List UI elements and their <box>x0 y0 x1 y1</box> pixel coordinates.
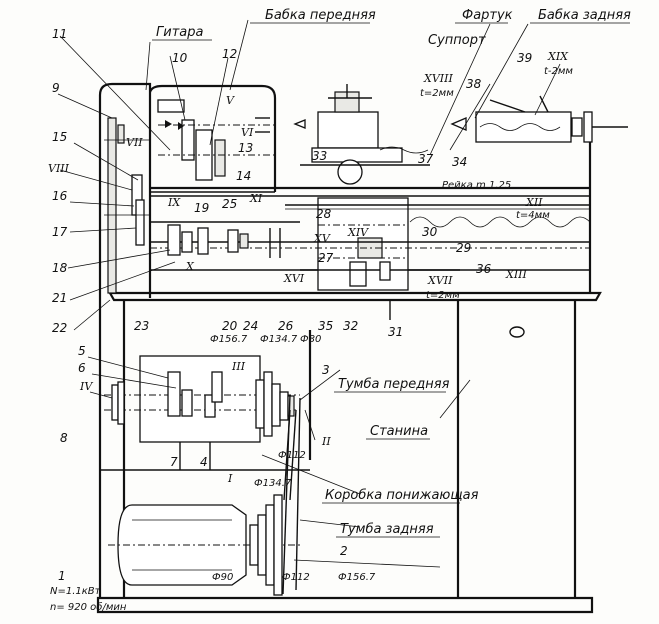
reduction-gearbox <box>104 355 300 470</box>
number-29: 29 <box>456 241 471 255</box>
annotation-xii-pitch: t=4мм <box>516 210 550 221</box>
number-10: 10 <box>172 51 188 65</box>
roman-XII: XII <box>525 196 543 209</box>
roman-VI: VI <box>241 126 254 139</box>
roman-VIII: VIII <box>48 162 70 175</box>
number-7: 7 <box>170 455 178 469</box>
roman-IX: IX <box>167 196 181 209</box>
number-20: 20 <box>222 319 238 333</box>
annotations: t=2мм t-2мм t=4мм t=2мм Ф156.7 Ф134.7 Ф8… <box>50 66 573 613</box>
roman-XVIII: XVIII <box>423 72 453 85</box>
caption-korobka: Коробка понижающая <box>325 488 479 503</box>
annotation-xviii-pitch: t=2мм <box>420 88 454 99</box>
motor-and-belt <box>108 394 301 596</box>
support-and-carriage <box>293 84 430 291</box>
number-8: 8 <box>60 431 68 445</box>
shaft-numerals: I II III IV V VI VII VIII IX X XI XII XI… <box>48 50 569 485</box>
annotation-d112-top: Ф112 <box>278 450 306 461</box>
headstock-gears <box>157 99 275 181</box>
roman-XV: XV <box>313 232 331 245</box>
caption-babka-perednyaya: Бабка передняя <box>265 8 376 23</box>
number-26: 26 <box>278 319 294 333</box>
feed-shafts <box>150 204 591 320</box>
number-5: 5 <box>78 344 86 358</box>
annotation-d112-bot: Ф112 <box>282 572 310 583</box>
caption-tumba-zadnyaya: Тумба задняя <box>340 522 434 537</box>
number-25: 25 <box>222 197 237 211</box>
caption-babka-zadnyaya: Бабка задняя <box>538 8 631 23</box>
roman-XI: XI <box>249 192 263 205</box>
number-11: 11 <box>52 27 67 41</box>
number-9: 9 <box>52 81 60 95</box>
number-38: 38 <box>466 77 482 91</box>
annotation-d1347-top: Ф134.7 <box>260 334 298 345</box>
number-16: 16 <box>52 189 68 203</box>
caption-support: Суппорт <box>428 33 486 48</box>
number-14: 14 <box>236 169 251 183</box>
roman-II: II <box>321 435 331 448</box>
roman-XIII: XIII <box>505 268 528 281</box>
number-1: 1 <box>58 569 66 583</box>
annotation-d80: Ф80 <box>300 334 321 345</box>
number-34: 34 <box>452 155 467 169</box>
number-32: 32 <box>343 319 358 333</box>
number-22: 22 <box>52 321 67 335</box>
part-numbers: 1 2 3 4 5 6 7 8 9 10 11 12 13 14 15 16 1… <box>52 27 532 583</box>
annotation-power: N=1.1кВт <box>50 586 102 597</box>
number-2: 2 <box>340 544 348 558</box>
number-30: 30 <box>422 225 438 239</box>
number-4: 4 <box>200 455 208 469</box>
number-27: 27 <box>318 251 334 265</box>
roman-X: X <box>185 260 195 273</box>
leader-lines <box>57 19 561 568</box>
annotation-d90: Ф90 <box>212 572 233 583</box>
captions: Гитара Бабка передняя Фартук Бабка задня… <box>152 8 631 538</box>
annotation-d1567-bot: Ф156.7 <box>338 572 376 583</box>
roman-XVII: XVII <box>427 274 453 287</box>
number-18: 18 <box>52 261 68 275</box>
number-3: 3 <box>322 363 330 377</box>
roman-IV: IV <box>79 380 93 393</box>
number-24: 24 <box>243 319 258 333</box>
number-17: 17 <box>52 225 68 239</box>
number-19: 19 <box>194 201 209 215</box>
roman-V: V <box>226 94 235 107</box>
number-12: 12 <box>222 47 237 61</box>
number-21: 21 <box>52 291 67 305</box>
number-39: 39 <box>517 51 532 65</box>
number-13: 13 <box>238 141 253 155</box>
roman-XVI: XVI <box>283 272 305 285</box>
number-15: 15 <box>52 130 67 144</box>
number-31: 31 <box>388 325 403 339</box>
annotation-d1347-bot: Ф134.7 <box>254 478 292 489</box>
caption-fartuk: Фартук <box>462 8 513 23</box>
number-35: 35 <box>318 319 333 333</box>
roman-III: III <box>231 360 246 373</box>
annotation-xvii-pitch: t=2мм <box>426 290 460 301</box>
number-33: 33 <box>312 149 327 163</box>
machine-outline <box>96 82 602 614</box>
roman-VII: VII <box>126 136 143 149</box>
annotation-xix-pitch: t-2мм <box>544 66 573 77</box>
annotation-d1567: Ф156.7 <box>210 334 248 345</box>
caption-stanina: Станина <box>370 424 428 439</box>
number-28: 28 <box>316 207 332 221</box>
number-23: 23 <box>134 319 149 333</box>
caption-gitara: Гитара <box>156 25 203 40</box>
roman-XIV: XIV <box>347 226 369 239</box>
number-37: 37 <box>418 152 434 166</box>
caption-reyka: Рейка m 1.25 <box>442 180 511 191</box>
tailstock <box>450 95 628 143</box>
roman-I: I <box>227 472 233 485</box>
number-6: 6 <box>78 361 86 375</box>
caption-tumba-perednyaya: Тумба передняя <box>338 377 450 392</box>
annotation-speed: n= 920 об/мин <box>50 601 127 613</box>
roman-XIX: XIX <box>547 50 569 63</box>
number-36: 36 <box>476 262 492 276</box>
